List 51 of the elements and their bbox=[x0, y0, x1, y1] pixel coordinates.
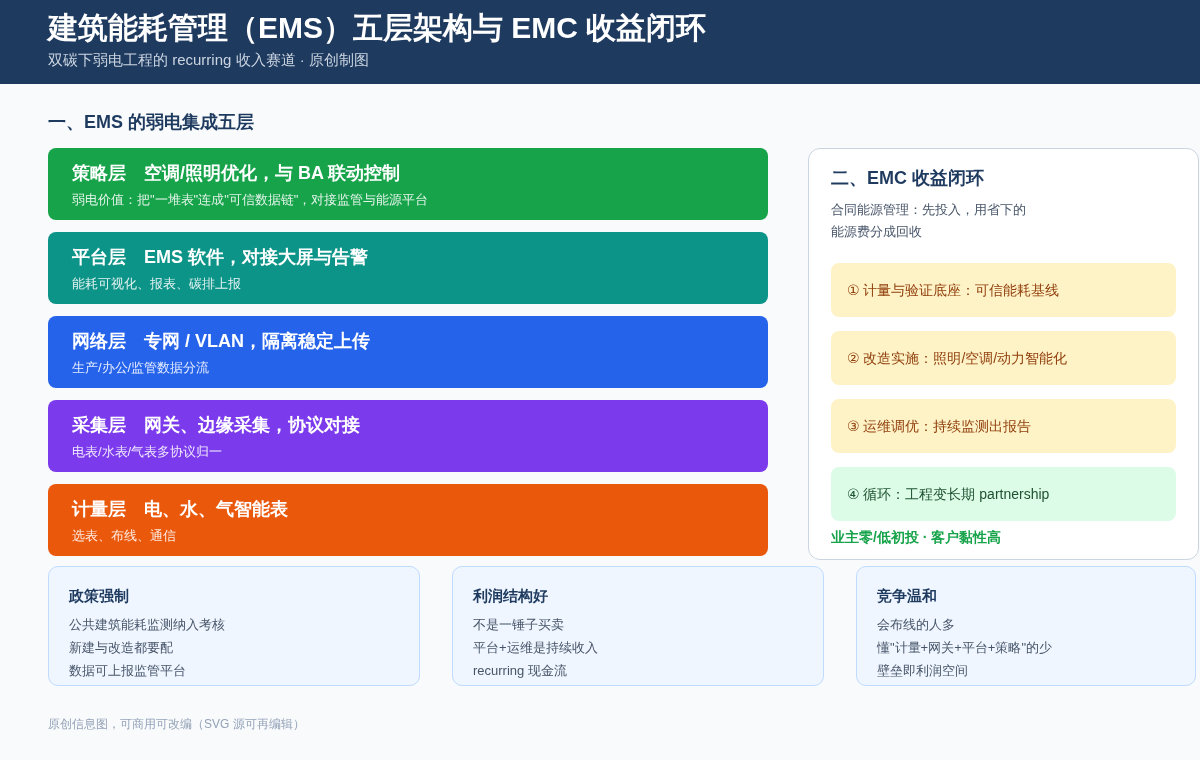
card-line: recurring 现金流 bbox=[473, 662, 568, 680]
layer-name: 计量层 bbox=[72, 498, 126, 521]
step-text: ② 改造实施：照明/空调/动力智能化 bbox=[847, 349, 1068, 368]
panel-description: 合同能源管理：先投入，用省下的能源费分成回收 bbox=[831, 201, 1027, 241]
card-line: 壁垒即利润空间 bbox=[877, 662, 969, 680]
card-line: 平台+运维是持续收入 bbox=[473, 639, 599, 657]
panel-heading: 二、EMC 收益闭环 bbox=[831, 167, 985, 190]
layer-note: 电表/水表/气表多协议归一 bbox=[72, 443, 224, 461]
step-text: ④ 循环：工程变长期 partnership bbox=[847, 485, 1050, 504]
layer-title: 空调/照明优化，与 BA 联动控制 bbox=[144, 162, 401, 185]
card-line: 懂"计量+网关+平台+策略"的少 bbox=[877, 639, 1053, 657]
section-heading: 一、EMS 的弱电集成五层 bbox=[48, 111, 254, 134]
step-text: ① 计量与验证底座：可信能耗基线 bbox=[847, 281, 1060, 300]
card-line: 会布线的人多 bbox=[877, 616, 956, 634]
card-line: 公共建筑能耗监测纳入考核 bbox=[69, 616, 226, 634]
info-card bbox=[48, 566, 420, 686]
layer-title: EMS 软件，对接大屏与告警 bbox=[144, 246, 368, 269]
page-title: 建筑能耗管理（EMS）五层架构与 EMC 收益闭环 bbox=[48, 10, 707, 46]
card-line: 数据可上报监管平台 bbox=[69, 662, 187, 680]
layer-note: 生产/办公/监管数据分流 bbox=[72, 359, 211, 377]
card-heading: 利润结构好 bbox=[473, 586, 549, 606]
layer-note: 选表、布线、通信 bbox=[72, 527, 177, 545]
layer-note: 弱电价值：把"一堆表"连成"可信数据链"，对接监管与能源平台 bbox=[72, 191, 430, 209]
layer-title: 电、水、气智能表 bbox=[144, 498, 288, 521]
info-card bbox=[856, 566, 1196, 686]
layer-title: 专网 / VLAN，隔离稳定上传 bbox=[144, 330, 370, 353]
emc-panel bbox=[808, 148, 1199, 560]
layer-name: 采集层 bbox=[72, 414, 126, 437]
step-card bbox=[831, 399, 1176, 453]
layer-name: 策略层 bbox=[72, 162, 126, 185]
layer-bar bbox=[48, 484, 768, 556]
layer-note: 能耗可视化、报表、碳排上报 bbox=[72, 275, 242, 293]
card-heading: 竞争温和 bbox=[877, 586, 938, 606]
layer-bar bbox=[48, 232, 768, 304]
panel-highlight: 业主零/低初投 · 客户黏性高 bbox=[831, 528, 1002, 547]
card-line: 新建与改造都要配 bbox=[69, 639, 174, 657]
footer-note: 原创信息图，可商用可改编（SVG 源可再编辑） bbox=[48, 716, 305, 732]
layer-title: 网关、边缘采集，协议对接 bbox=[144, 414, 360, 437]
step-text: ③ 运维调优：持续监测出报告 bbox=[847, 417, 1032, 436]
layer-bar bbox=[48, 148, 768, 220]
layer-bar bbox=[48, 400, 768, 472]
card-line: 不是一锤子买卖 bbox=[473, 616, 565, 634]
step-card bbox=[831, 331, 1176, 385]
layer-name: 网络层 bbox=[72, 330, 126, 353]
page-subtitle: 双碳下弱电工程的 recurring 收入赛道 · 原创制图 bbox=[48, 50, 369, 70]
info-card bbox=[452, 566, 824, 686]
layer-bar bbox=[48, 316, 768, 388]
step-card bbox=[831, 467, 1176, 521]
step-card bbox=[831, 263, 1176, 317]
card-heading: 政策强制 bbox=[69, 586, 130, 606]
layer-name: 平台层 bbox=[72, 246, 126, 269]
